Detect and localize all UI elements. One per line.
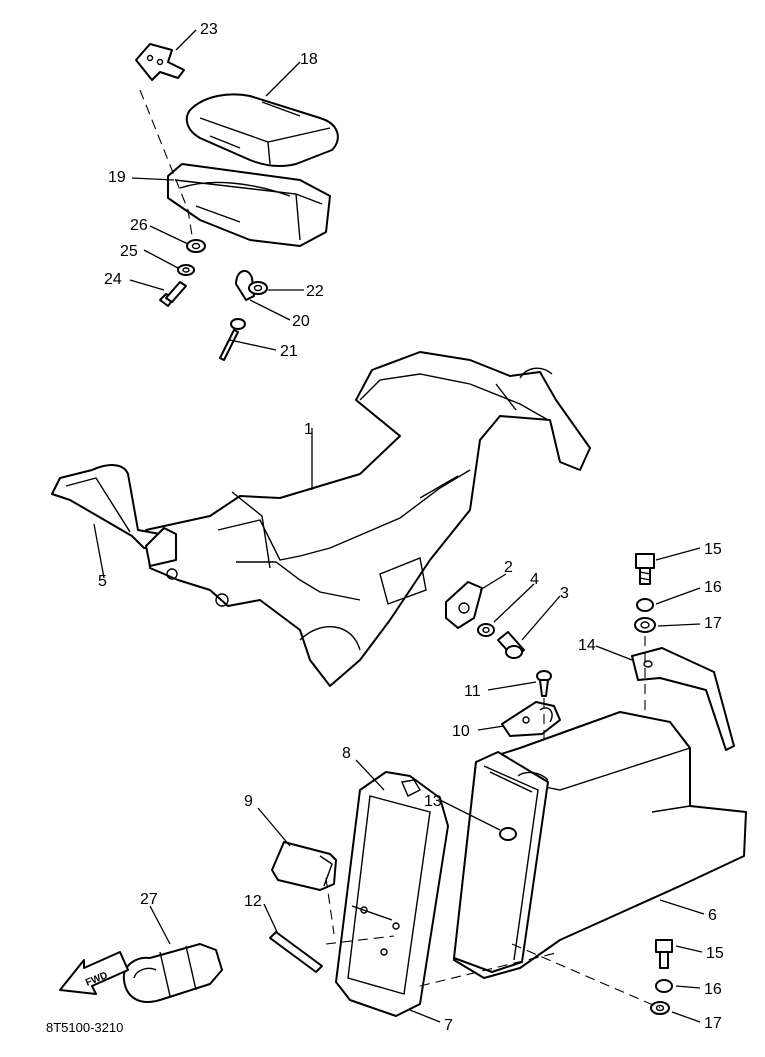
part-17-washer-upper <box>634 617 656 633</box>
diagram-code: 8T5100-3210 <box>46 1020 123 1035</box>
callout-24: 24 <box>104 271 122 288</box>
part-3-bolt <box>497 631 525 659</box>
callout-17-lower: 17 <box>704 1015 722 1032</box>
callout-labels: 23 18 19 26 25 24 22 20 21 1 5 2 4 3 15 … <box>98 21 724 1034</box>
callout-14: 14 <box>578 637 596 654</box>
callout-11: 11 <box>464 683 481 700</box>
callout-17-upper: 17 <box>704 615 722 632</box>
part-5-bracket <box>51 464 177 567</box>
part-2-clamp <box>445 581 483 629</box>
callout-23: 23 <box>200 21 218 38</box>
callout-15-lower: 15 <box>706 945 724 962</box>
part-25-washer <box>177 264 195 276</box>
part-12-rod <box>269 931 323 973</box>
callout-16-upper: 16 <box>704 579 722 596</box>
callout-3: 3 <box>560 585 569 602</box>
part-10-clamp <box>501 701 561 737</box>
part-11-screw <box>536 670 552 697</box>
part-4-washer <box>477 623 495 637</box>
callout-16-lower: 16 <box>704 981 722 998</box>
part-8-cover <box>335 771 449 1017</box>
callout-7: 7 <box>444 1017 453 1034</box>
callout-10: 10 <box>452 723 470 740</box>
callout-21: 21 <box>280 343 298 360</box>
part-18-top-cover <box>185 93 339 168</box>
callout-2: 2 <box>504 559 513 576</box>
part-15-bolt-lower <box>655 939 673 969</box>
callout-20: 20 <box>292 313 310 330</box>
part-9-plate <box>271 841 337 891</box>
callout-1: 1 <box>304 421 313 438</box>
part-14-bracket <box>631 647 735 751</box>
part-19-storage-box <box>167 163 331 247</box>
part-22-washer <box>248 281 268 295</box>
callout-27: 27 <box>140 891 158 908</box>
part-23-bracket <box>135 43 185 81</box>
callout-9: 9 <box>244 793 253 810</box>
part-26-grommet <box>186 239 206 253</box>
callout-13: 13 <box>424 793 442 810</box>
callout-4: 4 <box>530 571 539 588</box>
callout-26: 26 <box>130 217 148 234</box>
callout-8: 8 <box>342 745 351 762</box>
callout-18: 18 <box>300 51 318 68</box>
fwd-arrow-icon: FWD <box>59 951 129 995</box>
callout-19: 19 <box>108 169 126 186</box>
part-24-bolt <box>159 281 187 307</box>
callout-6: 6 <box>708 907 717 924</box>
part-6-box <box>453 711 747 979</box>
part-15-bolt-upper <box>635 553 655 585</box>
callout-5: 5 <box>98 573 107 590</box>
callout-12: 12 <box>244 893 262 910</box>
part-16-washer-lower <box>655 979 673 993</box>
callout-25: 25 <box>120 243 138 260</box>
leader-lines <box>93 29 705 1023</box>
part-27-connector <box>122 943 223 1003</box>
callout-22: 22 <box>306 283 324 300</box>
part-1-main-frame <box>145 351 591 687</box>
part-21-rivet <box>219 318 246 361</box>
part-16-washer-upper <box>636 598 654 612</box>
callout-15-upper: 15 <box>704 541 722 558</box>
